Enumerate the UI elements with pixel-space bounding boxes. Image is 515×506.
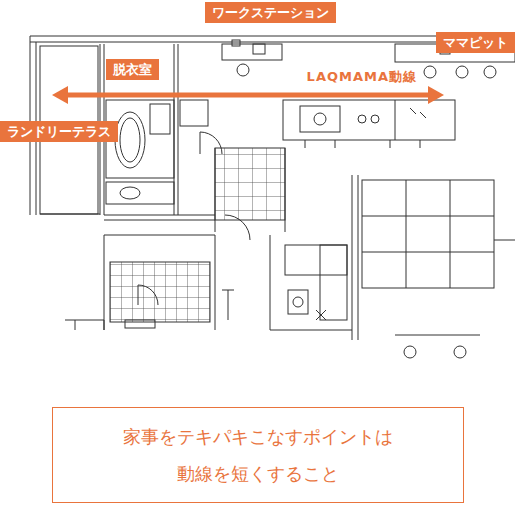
room-tag: ママピット (436, 32, 515, 53)
node-text: 脱衣室 (113, 62, 152, 77)
node-text: ランドリーテラス (7, 124, 111, 139)
flow-label: LAQMAMA動線 (304, 68, 420, 86)
room-tag: ランドリーテラス (0, 121, 118, 142)
caption-box: 家事をテキパキこなすポイントは 動線を短くすること (52, 407, 464, 503)
flow-arrow (52, 86, 444, 104)
room-tag: ワークステーション (205, 2, 336, 23)
room-tag: 脱衣室 (106, 59, 159, 80)
node-text: ワークステーション (212, 5, 329, 20)
node-text: ママピット (443, 35, 508, 50)
node-text: 家事をテキパキこなすポイントは 動線を短くすること (116, 418, 400, 492)
